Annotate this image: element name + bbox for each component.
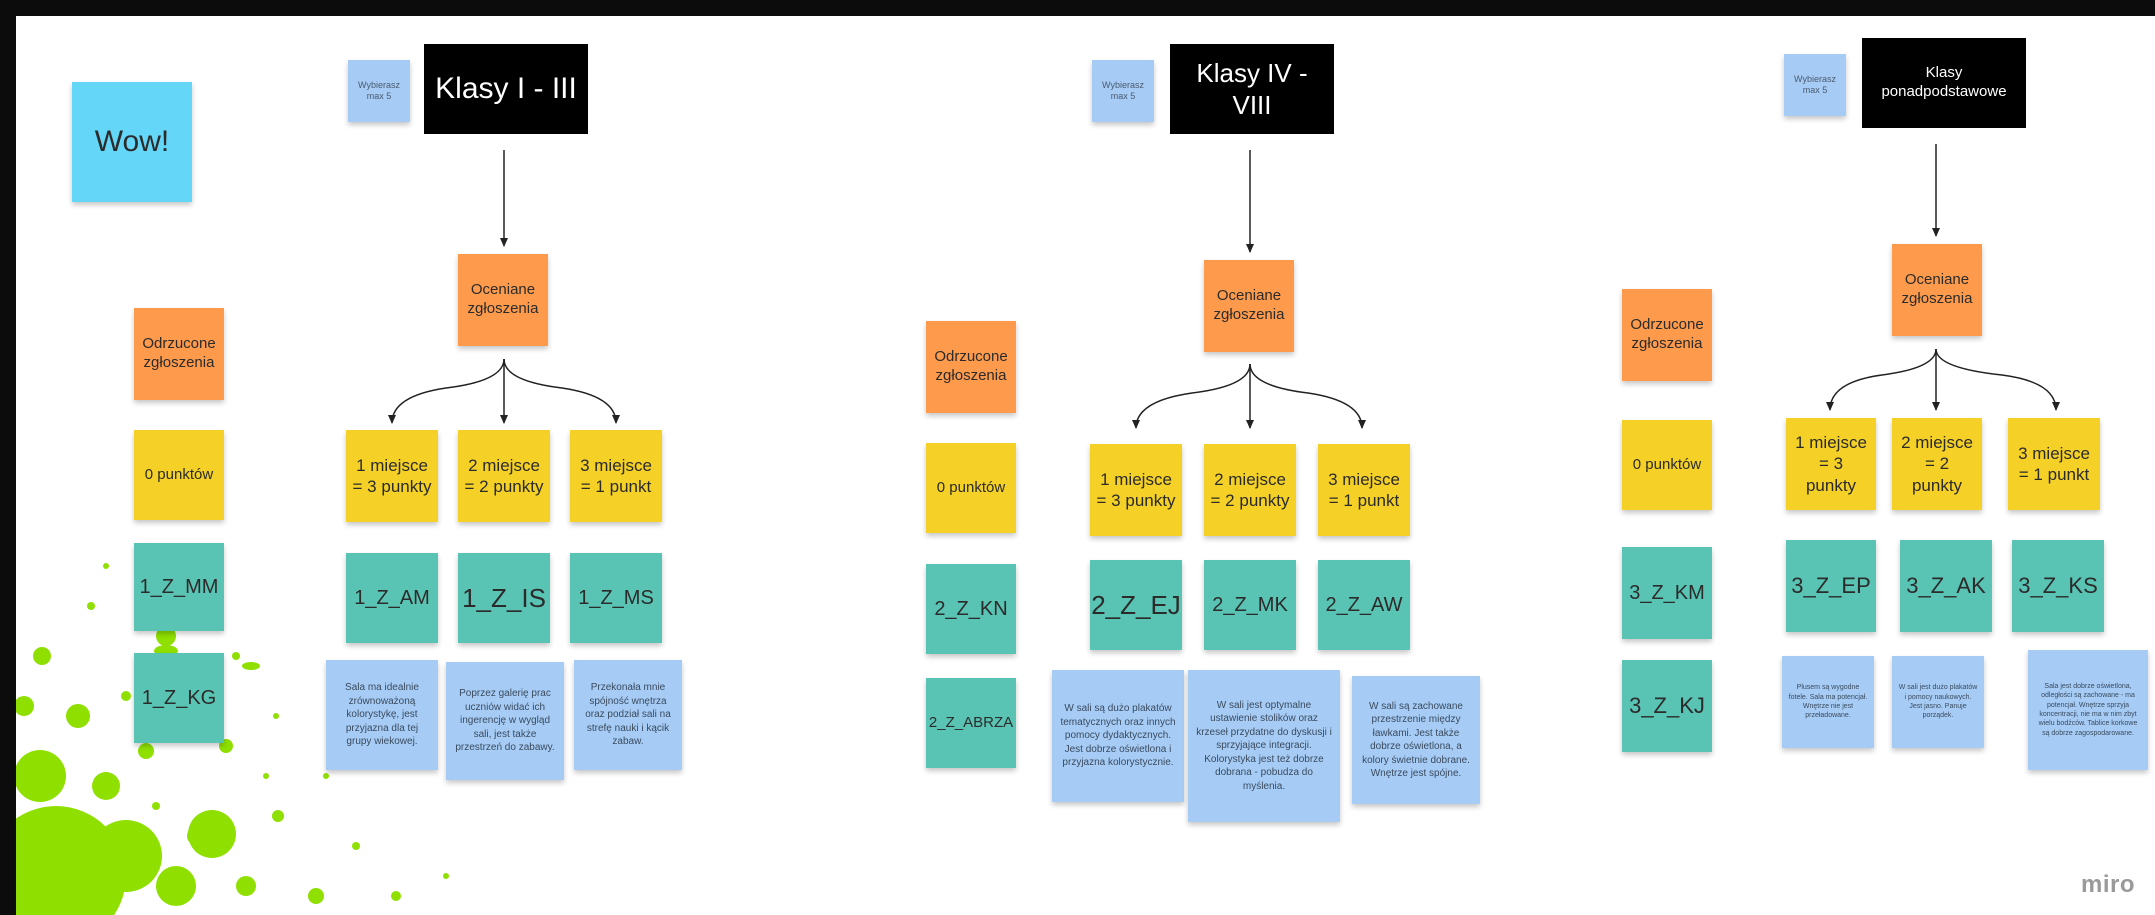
wow-sticky-note[interactable]: Wow!	[72, 82, 192, 202]
winner-entry-note[interactable]: 3_Z_EP	[1786, 540, 1876, 632]
connector-evaluated-to-place3-3	[1935, 348, 2060, 411]
winner-entry-note[interactable]: 2_Z_AW	[1318, 560, 1410, 650]
description-note[interactable]: W sali jest dużo plakatów i pomocy nauko…	[1892, 656, 1984, 748]
winner-entry-note[interactable]: 3_Z_KS	[2012, 540, 2104, 632]
zero-points-note-3[interactable]: 0 punktów	[1622, 420, 1712, 510]
green-paint-splatter-decoration	[16, 563, 449, 915]
rejected-note-3[interactable]: Odrzucone zgłoszenia	[1622, 289, 1712, 381]
connector-evaluated-to-place1-1	[388, 358, 505, 424]
zero-points-note-1[interactable]: 0 punktów	[134, 430, 224, 520]
winner-entry-note[interactable]: 1_Z_AM	[346, 553, 438, 643]
connector-evaluated-to-place3-2	[1249, 363, 1366, 429]
hint-note-2[interactable]: Wybierasz max 5	[1092, 60, 1154, 122]
place-2-note-2[interactable]: 2 miejsce = 2 punkty	[1204, 444, 1296, 536]
place-3-note-2[interactable]: 3 miejsce = 1 punkt	[1318, 444, 1410, 536]
winner-entry-note[interactable]: 1_Z_IS	[458, 553, 550, 643]
description-note[interactable]: Sala jest dobrze oświetlona, odległości …	[2028, 650, 2148, 770]
description-note[interactable]: W sali są zachowane przestrzenie między …	[1352, 676, 1480, 804]
place-1-note-2[interactable]: 1 miejsce = 3 punkty	[1090, 444, 1182, 536]
connector-layer	[388, 144, 2060, 429]
rejected-note-1[interactable]: Odrzucone zgłoszenia	[134, 308, 224, 400]
description-note[interactable]: W sali jest optymalne ustawienie stolikó…	[1188, 670, 1340, 822]
section-title-2[interactable]: Klasy IV - VIII	[1170, 44, 1334, 134]
evaluated-note-3[interactable]: Oceniane zgłoszenia	[1892, 244, 1982, 336]
connector-evaluated-to-place1-2	[1132, 363, 1251, 429]
rejected-entry-note[interactable]: 2_Z_ABRZA	[926, 678, 1016, 768]
place-2-note-3[interactable]: 2 miejsce = 2 punkty	[1892, 418, 1982, 510]
place-2-note-1[interactable]: 2 miejsce = 2 punkty	[458, 430, 550, 522]
whiteboard-canvas[interactable]: Wow! Wybierasz max 5 Klasy I - III Oceni…	[16, 16, 2155, 915]
place-1-note-3[interactable]: 1 miejsce = 3 punkty	[1786, 418, 1876, 510]
section-title-1[interactable]: Klasy I - III	[424, 44, 588, 134]
description-note[interactable]: Sala ma idealnie zrównoważoną kolorystyk…	[326, 660, 438, 770]
connector-evaluated-to-place3-1	[503, 358, 620, 424]
description-note[interactable]: Poprzez galerię prac uczniów widać ich i…	[446, 662, 564, 780]
rejected-entry-note[interactable]: 2_Z_KN	[926, 564, 1016, 654]
place-1-note-1[interactable]: 1 miejsce = 3 punkty	[346, 430, 438, 522]
winner-entry-note[interactable]: 3_Z_AK	[1900, 540, 1992, 632]
rejected-entry-note[interactable]: 1_Z_MM	[134, 543, 224, 631]
zero-points-note-2[interactable]: 0 punktów	[926, 443, 1016, 533]
rejected-entry-note[interactable]: 1_Z_KG	[134, 653, 224, 743]
evaluated-note-1[interactable]: Oceniane zgłoszenia	[458, 254, 548, 346]
hint-note-1[interactable]: Wybierasz max 5	[348, 60, 410, 122]
rejected-note-2[interactable]: Odrzucone zgłoszenia	[926, 321, 1016, 413]
winner-entry-note[interactable]: 2_Z_EJ	[1090, 560, 1182, 650]
rejected-entry-note[interactable]: 3_Z_KJ	[1622, 660, 1712, 752]
description-note[interactable]: Plusem są wygodne fotele. Sala ma potenc…	[1782, 656, 1874, 748]
place-3-note-1[interactable]: 3 miejsce = 1 punkt	[570, 430, 662, 522]
description-note[interactable]: Przekonała mnie spójność wnętrza oraz po…	[574, 660, 682, 770]
miro-watermark-logo: miro	[2080, 871, 2135, 898]
rejected-entry-note[interactable]: 3_Z_KM	[1622, 547, 1712, 639]
description-note[interactable]: W sali są dużo plakatów tematycznych ora…	[1052, 670, 1184, 802]
connector-evaluated-to-place1-3	[1826, 348, 1937, 411]
section-title-3[interactable]: Klasy ponadpodstawowe	[1862, 38, 2026, 128]
evaluated-note-2[interactable]: Oceniane zgłoszenia	[1204, 260, 1294, 352]
winner-entry-note[interactable]: 1_Z_MS	[570, 553, 662, 643]
place-3-note-3[interactable]: 3 miejsce = 1 punkt	[2008, 418, 2100, 510]
hint-note-3[interactable]: Wybierasz max 5	[1784, 54, 1846, 116]
winner-entry-note[interactable]: 2_Z_MK	[1204, 560, 1296, 650]
